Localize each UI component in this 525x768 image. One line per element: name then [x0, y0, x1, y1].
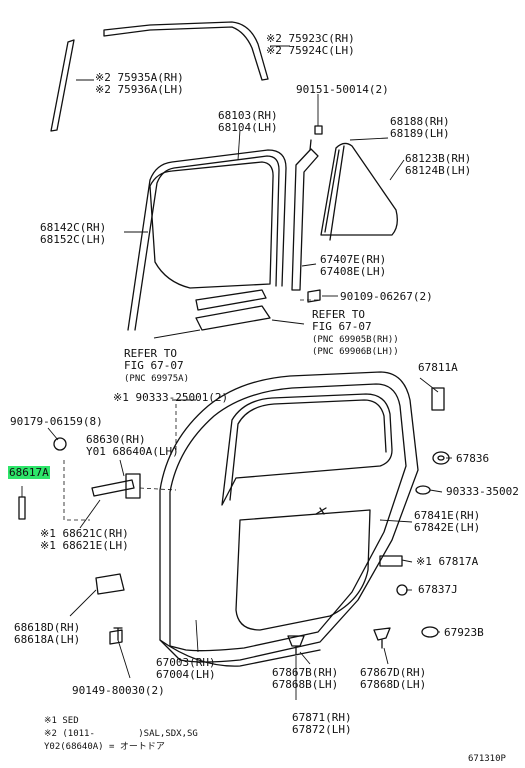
label-67407e: 67407E(RH) 67408E(LH) [320, 254, 386, 278]
figure-code: 671310P [468, 754, 506, 764]
label-67003: 67003(RH) 67004(LH) [156, 657, 216, 681]
door-check [95, 573, 125, 595]
glass-run-frame [127, 149, 287, 331]
label-90179: 90179-06159(8) [10, 415, 103, 428]
label-90333-35002: 90333-35002 [446, 485, 519, 498]
label-90149: 90149-80030(2) [72, 684, 165, 697]
label-line: 68618A(LH) [14, 633, 81, 646]
window-frame [221, 393, 393, 506]
label-line: 68103(RH) [218, 109, 278, 122]
label-67837j: 67837J [418, 583, 458, 596]
label-line: ※1 68621E(LH) [40, 539, 129, 552]
roof-molding [103, 21, 269, 81]
door-glass [149, 161, 274, 289]
label-line: 67867B(RH) [272, 666, 339, 679]
label-line: ※2 75936A(LH) [95, 83, 184, 96]
label-67836: 67836 [456, 452, 490, 465]
hinge-pin [18, 496, 26, 520]
label-75935a: ※2 75935A(RH) ※2 75936A(LH) [95, 72, 184, 96]
check-clip [109, 629, 123, 645]
label-line: 67872(LH) [292, 723, 352, 736]
label-line: ※2 75924C(LH) [266, 44, 355, 57]
clip [421, 626, 439, 638]
door-panel [169, 383, 407, 652]
note-sed: ※1 SED [44, 716, 79, 726]
label-refer-left: REFER TO FIG 67-07 (PNC 69975A) [124, 347, 190, 385]
label-line: Y01 68640A(LH) [86, 445, 179, 458]
label-68188: 68188(RH) 68189(LH) [390, 116, 450, 140]
label-line: 67407E(RH) [320, 253, 387, 266]
label-90333-25001: ※1 90333-25001(2) [113, 391, 229, 404]
label-refer-right: REFER TO FIG 67-07 (PNC 69905B(RH)) (PNC… [312, 308, 399, 358]
label-line: (PNC 69906B(LH)) [312, 347, 399, 357]
label-68103: 68103(RH) 68104(LH) [218, 110, 278, 134]
label-line: (PNC 69905B(RH)) [312, 335, 399, 345]
label-line: 67871(RH) [292, 711, 352, 724]
label-line: 68104(LH) [218, 121, 278, 134]
label-line: ※2 75923C(RH) [266, 32, 355, 45]
label-67923b: 67923B [444, 626, 484, 639]
quarter-glass [320, 142, 398, 236]
label-line: 68189(LH) [390, 127, 450, 140]
seal-block [431, 387, 445, 411]
hinge-plate [125, 473, 141, 499]
label-line: REFER TO [312, 308, 365, 321]
plug [415, 485, 431, 495]
label-68142c: 68142C(RH) 68152C(LH) [40, 222, 106, 246]
label-line: 68152C(LH) [40, 233, 107, 246]
label-line: 68124B(LH) [405, 164, 472, 177]
label-line: FIG 67-07 [124, 359, 184, 372]
door-weatherstrip [159, 371, 419, 663]
label-68618d: 68618D(RH) 68618A(LH) [14, 622, 80, 646]
label-line: FIG 67-07 [312, 320, 372, 333]
label-68621c: ※1 68621C(RH) ※1 68621E(LH) [40, 528, 129, 552]
label-line: 68142C(RH) [40, 221, 107, 234]
glass-channel [195, 305, 271, 331]
label-68123b: 68123B(RH) 68124B(LH) [405, 153, 471, 177]
label-line: ※1 68621C(RH) [40, 527, 129, 540]
label-67867b: 67867B(RH) 67868B(LH) [272, 667, 338, 691]
label-67867d: 67867D(RH) 67868D(LH) [360, 667, 426, 691]
label-67841e: 67841E(RH) 67842E(LH) [414, 510, 480, 534]
bumper [379, 555, 403, 567]
note-auto-door: Y02(68640A) = オートドア [44, 742, 165, 752]
label-line: 68630(RH) [86, 433, 146, 446]
label-line: 67867D(RH) [360, 666, 427, 679]
label-line: 67004(LH) [156, 668, 216, 681]
label-line: 67408E(LH) [320, 265, 387, 278]
label-line: 67868D(LH) [360, 678, 427, 691]
highlighted-part-number: 68617A [8, 466, 50, 479]
label-67811a: 67811A [418, 361, 458, 374]
label-67871: 67871(RH) 67872(LH) [292, 712, 352, 736]
label-line: 67003(RH) [156, 656, 216, 669]
label-line: 68123B(RH) [405, 152, 472, 165]
note-grade: ※2 (1011- )SAL,SDX,SG [44, 729, 198, 739]
label-90151: 90151-50014(2) [296, 83, 389, 96]
service-hole [235, 509, 371, 631]
label-line: ※2 75935A(RH) [95, 71, 184, 84]
label-line: 67841E(RH) [414, 509, 481, 522]
pillar-molding [50, 39, 75, 132]
label-67817a: ※1 67817A [416, 555, 479, 568]
bolt [53, 437, 67, 451]
label-line: 68618D(RH) [14, 621, 81, 634]
label-68617a: 68617A [8, 466, 50, 479]
label-75923c: ※2 75923C(RH) ※2 75924C(LH) [266, 33, 355, 57]
door-hinge [91, 479, 135, 497]
label-68630: 68630(RH) Y01 68640A(LH) [86, 434, 179, 458]
label-line: 67842E(LH) [414, 521, 481, 534]
label-90109: 90109-06267(2) [340, 290, 433, 303]
hole-plug [396, 584, 408, 596]
label-line: (PNC 69975A) [124, 374, 190, 384]
label-line: 67868B(LH) [272, 678, 339, 691]
division-bar [291, 148, 319, 291]
label-line: 68188(RH) [390, 115, 450, 128]
label-line: REFER TO [124, 347, 177, 360]
